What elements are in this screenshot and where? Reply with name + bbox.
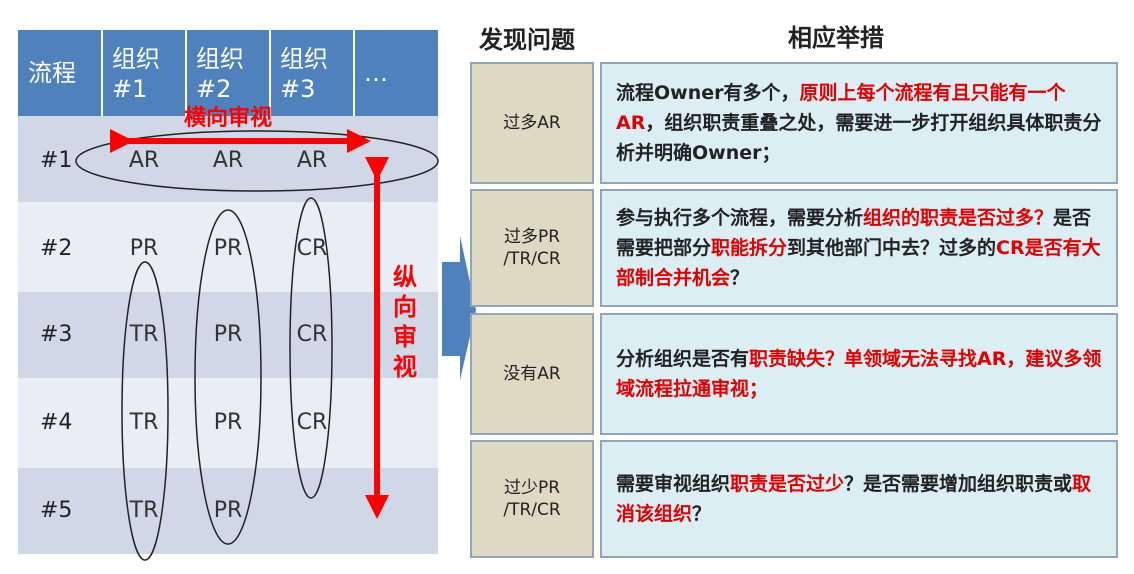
measure-text: 需要审视组织职责是否过少？是否需要增加组织职责或取消该组织？ xyxy=(616,469,1104,529)
measure-text: 参与执行多个流程，需要分析组织的职责是否过多？是否需要把部分职能拆分到其他部门中… xyxy=(616,203,1104,293)
measure-highlight: 职责是否过少 xyxy=(730,473,845,495)
measure-segment: 是否需要把部分 xyxy=(616,207,1092,259)
header-org-3: 组织 #3 xyxy=(270,30,354,116)
horizontal-review-label: 横向审视 xyxy=(184,106,273,131)
problem-text: /TR/CR xyxy=(503,500,561,520)
measure-highlight: 职责缺失？单领域无法寻找AR，建议多领域流程拉通审视； xyxy=(616,348,1102,400)
measure-segment: ？ xyxy=(692,503,712,525)
measure-highlight: 取消该组织 xyxy=(616,473,1092,525)
header-divider xyxy=(185,30,187,116)
matrix-cell: TR xyxy=(129,498,159,523)
measure-segment: 需要审视组织 xyxy=(616,473,731,495)
measure-box: 流程Owner有多个，原则上每个流程有且只能有一个AR，组织职责重叠之处，需要进… xyxy=(600,62,1118,184)
measure-segment: 流程Owner有多个， xyxy=(616,82,800,104)
problem-text: 没有AR xyxy=(503,364,561,384)
column-ellipse-org2 xyxy=(194,209,262,545)
pointer-arrow xyxy=(442,236,476,380)
row-label: #1 xyxy=(40,148,73,173)
header-org-1: 组织 #1 xyxy=(102,30,186,116)
problem-text: /TR/CR xyxy=(503,249,561,269)
vertical-label-char: 审 xyxy=(393,323,417,351)
vertical-label-char: 视 xyxy=(393,353,417,381)
problem-text: 过少PR xyxy=(503,478,561,498)
measure-segment: 到其他部门中去？过多的 xyxy=(787,237,997,259)
problem-text: 过多PR xyxy=(503,227,561,247)
matrix-cell: CR xyxy=(296,410,328,435)
matrix-cell: TR xyxy=(129,322,159,347)
vertical-label-char: 纵 xyxy=(393,263,417,291)
measure-segment: ，组织职责重叠之处，需要进一步打开组织具体职责分析并明确Owner； xyxy=(616,112,1102,164)
row-label: #5 xyxy=(40,498,73,523)
problem-box: 没有AR xyxy=(470,313,594,435)
matrix-cell: PR xyxy=(129,236,159,261)
header-divider xyxy=(101,30,103,116)
measure-box: 分析组织是否有职责缺失？单领域无法寻找AR，建议多领域流程拉通审视； xyxy=(600,313,1118,435)
problem-box: 过少PR /TR/CR xyxy=(470,440,594,558)
measure-highlight: 原则上每个流程有且只能有一个AR xyxy=(616,82,1066,134)
column-ellipse-org3 xyxy=(289,197,333,499)
matrix-cell: CR xyxy=(296,236,328,261)
measure-segment: ？ xyxy=(730,267,750,289)
matrix-cell: PR xyxy=(213,322,243,347)
measure-highlight: CR是否有大部制合并机会 xyxy=(616,237,1101,289)
header-divider xyxy=(269,30,271,116)
matrix-cell: PR xyxy=(213,236,243,261)
problem-column-title: 发现问题 xyxy=(479,26,575,54)
vertical-label-char: 向 xyxy=(393,293,417,321)
problem-text: 过多AR xyxy=(503,113,561,133)
header-process: 流程 xyxy=(18,30,102,116)
problem-box: 过多AR xyxy=(470,62,594,184)
row-label: #4 xyxy=(40,410,73,435)
header-more: … xyxy=(354,30,438,116)
measure-highlight: 职能拆分 xyxy=(711,237,788,259)
measure-column-title: 相应举措 xyxy=(788,24,884,52)
problem-box: 过多PR /TR/CR xyxy=(470,189,594,307)
row-label: #3 xyxy=(40,322,73,347)
matrix-cell: TR xyxy=(129,410,159,435)
vertical-review-label: 纵 向 审 视 xyxy=(392,262,418,382)
measure-text: 分析组织是否有职责缺失？单领域无法寻找AR，建议多领域流程拉通审视； xyxy=(616,344,1104,404)
measure-segment: 参与执行多个流程，需要分析 xyxy=(616,207,864,229)
matrix-cell: PR xyxy=(213,498,243,523)
column-ellipse-org1 xyxy=(121,261,169,561)
matrix-cell: CR xyxy=(296,322,328,347)
row-label: #2 xyxy=(40,236,73,261)
matrix-cell: PR xyxy=(213,410,243,435)
measure-highlight: 组织的职责是否过多？ xyxy=(863,207,1054,229)
header-divider xyxy=(353,30,355,116)
measure-segment: ？是否需要增加组织职责或 xyxy=(844,473,1073,495)
measure-box: 需要审视组织职责是否过少？是否需要增加组织职责或取消该组织？ xyxy=(600,440,1118,558)
measure-segment: 分析组织是否有 xyxy=(616,348,750,370)
measure-box: 参与执行多个流程，需要分析组织的职责是否过多？是否需要把部分职能拆分到其他部门中… xyxy=(600,189,1118,307)
header-org-2: 组织 #2 xyxy=(186,30,270,116)
measure-text: 流程Owner有多个，原则上每个流程有且只能有一个AR，组织职责重叠之处，需要进… xyxy=(616,78,1104,168)
